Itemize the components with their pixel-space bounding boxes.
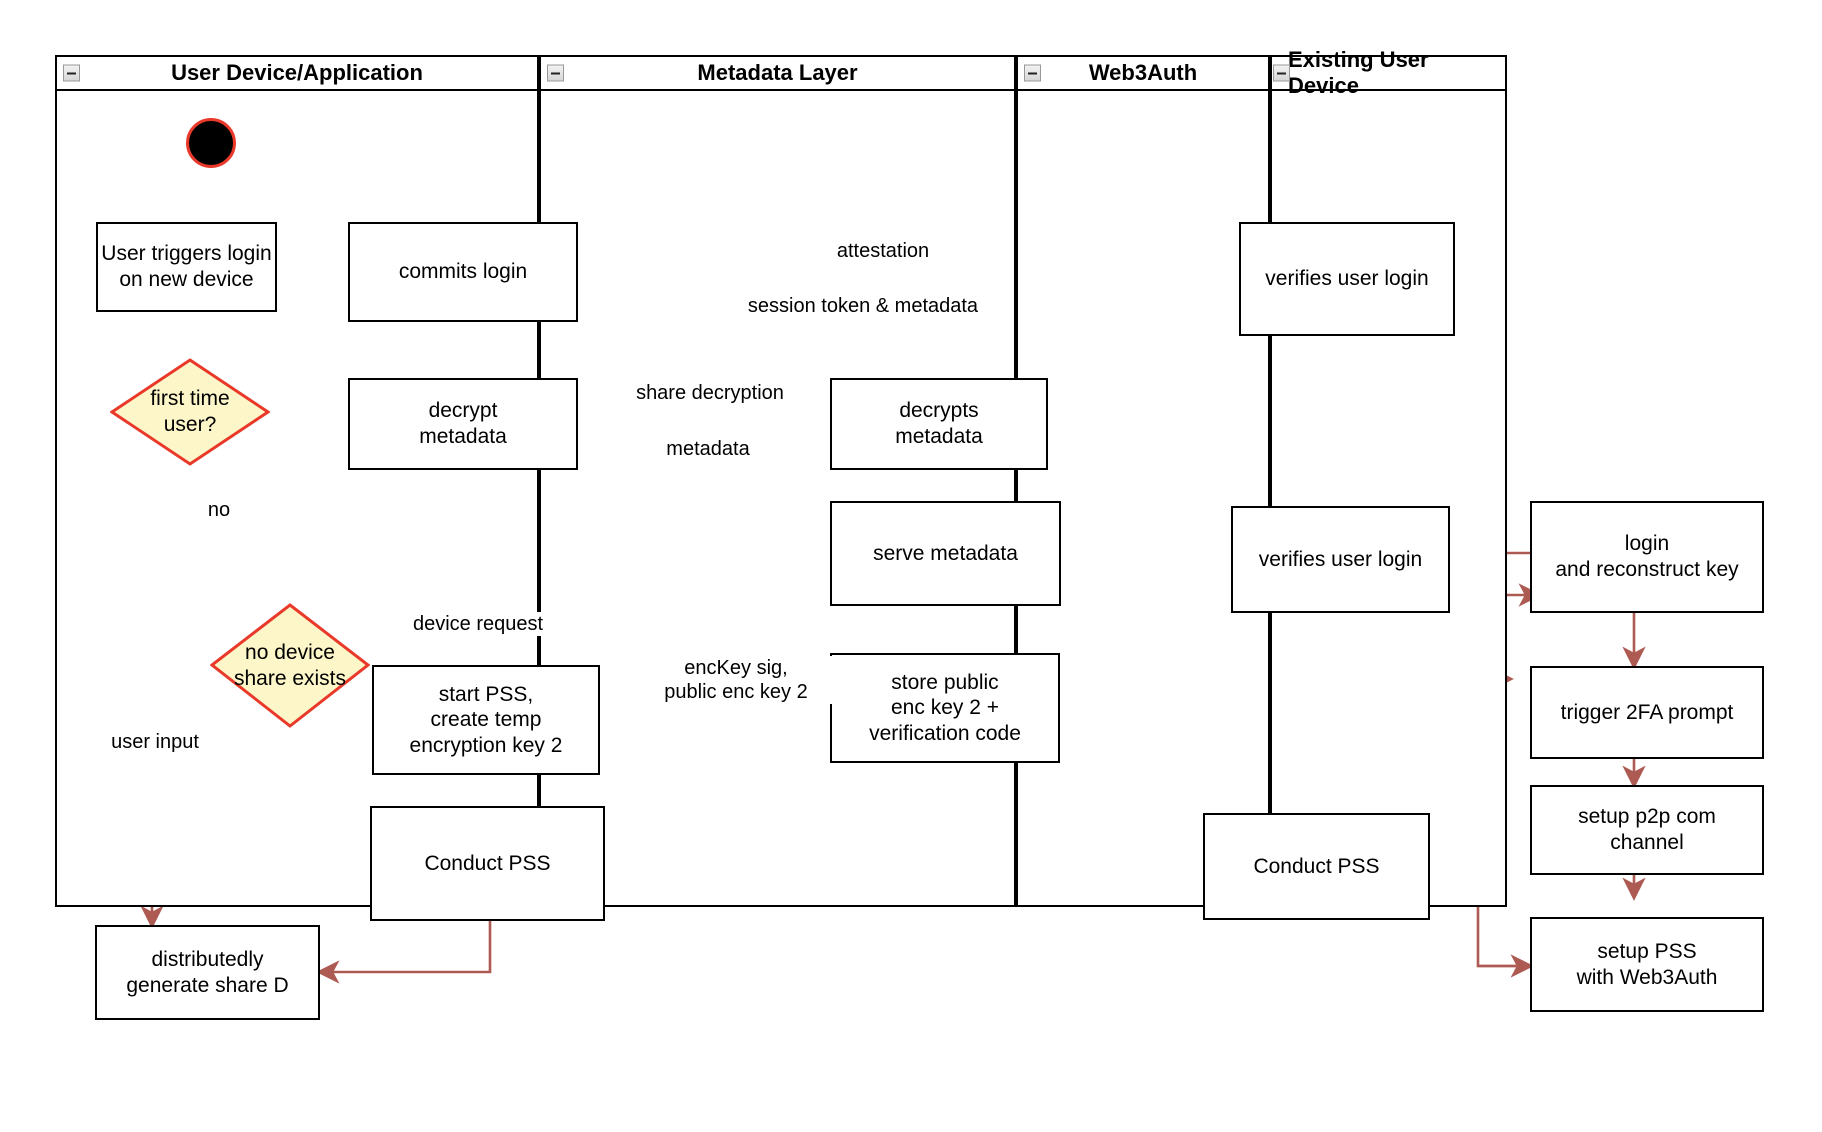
node-commits-login[interactable]: commits login xyxy=(348,222,578,322)
lane-label-metadata-layer: Metadata Layer xyxy=(697,60,858,85)
lane-body-metadata-layer xyxy=(539,90,1016,907)
node-store-public-enc-key[interactable]: store public enc key 2 + verification co… xyxy=(830,653,1060,763)
edge-label-attestation: attestation xyxy=(820,239,946,263)
node-decrypt-metadata[interactable]: decrypt metadata xyxy=(348,378,578,470)
lane-header-web3auth[interactable]: Web3Auth xyxy=(1016,55,1270,91)
lane-label-web3auth: Web3Auth xyxy=(1088,60,1198,85)
edge-label-user-input: user input xyxy=(90,730,220,754)
lane-header-metadata-layer[interactable]: Metadata Layer xyxy=(539,55,1016,91)
lane-label-existing-user-device: Existing User Device xyxy=(1288,47,1429,98)
node-verifies-user-login-1[interactable]: verifies user login xyxy=(1239,222,1455,336)
node-serve-metadata[interactable]: serve metadata xyxy=(830,501,1061,606)
node-setup-pss-with-web3auth[interactable]: setup PSS with Web3Auth xyxy=(1530,917,1764,1012)
edge-label-session-token-metadata: session token & metadata xyxy=(727,294,999,318)
node-user-triggers-login[interactable]: User triggers login on new device xyxy=(96,222,277,312)
minus-icon-web3auth[interactable] xyxy=(1024,64,1041,82)
edge-label-share-decryption: share decryption xyxy=(617,381,803,405)
edge-label-enckey-sig: encKey sig, public enc key 2 xyxy=(640,656,832,704)
decision-first-time-user[interactable]: first time user? xyxy=(110,358,270,466)
minus-icon-metadata-layer[interactable] xyxy=(547,64,564,82)
node-conduct-pss-web3auth[interactable]: Conduct PSS xyxy=(1203,813,1430,920)
node-conduct-pss-user[interactable]: Conduct PSS xyxy=(370,806,605,921)
node-login-and-reconstruct-key[interactable]: login and reconstruct key xyxy=(1530,501,1764,613)
lane-body-user-device xyxy=(55,90,539,907)
decision-no-device-share-exists[interactable]: no device share exists xyxy=(210,603,370,728)
minus-icon-existing-user-device[interactable] xyxy=(1273,64,1290,82)
lane-label-user-device: User Device/Application xyxy=(171,60,423,85)
node-trigger-2fa-prompt[interactable]: trigger 2FA prompt xyxy=(1530,666,1764,759)
node-start-pss[interactable]: start PSS, create temp encryption key 2 xyxy=(372,665,600,775)
start-node xyxy=(186,118,236,168)
minus-icon-user-device[interactable] xyxy=(63,64,80,82)
node-setup-p2p-com-channel[interactable]: setup p2p com channel xyxy=(1530,785,1764,875)
edge-conductpss-to-share-d xyxy=(316,921,492,984)
node-decrypts-metadata[interactable]: decrypts metadata xyxy=(830,378,1048,470)
edge-label-metadata: metadata xyxy=(648,437,768,461)
edge-label-no: no xyxy=(197,498,241,522)
lane-header-user-device[interactable]: User Device/Application xyxy=(55,55,539,91)
node-distributedly-generate-share-d[interactable]: distributedly generate share D xyxy=(95,925,320,1020)
decision-label-first-time-user: first time user? xyxy=(150,387,230,436)
lane-header-existing-user-device[interactable]: Existing User Device xyxy=(1270,47,1507,98)
lane-body-web3auth xyxy=(1016,90,1270,907)
edge-label-device-request: device request xyxy=(394,612,562,636)
node-verifies-user-login-2[interactable]: verifies user login xyxy=(1231,506,1450,613)
lane-body-existing-user-device xyxy=(1270,90,1507,907)
decision-label-no-device-share-exists: no device share exists xyxy=(233,640,347,690)
